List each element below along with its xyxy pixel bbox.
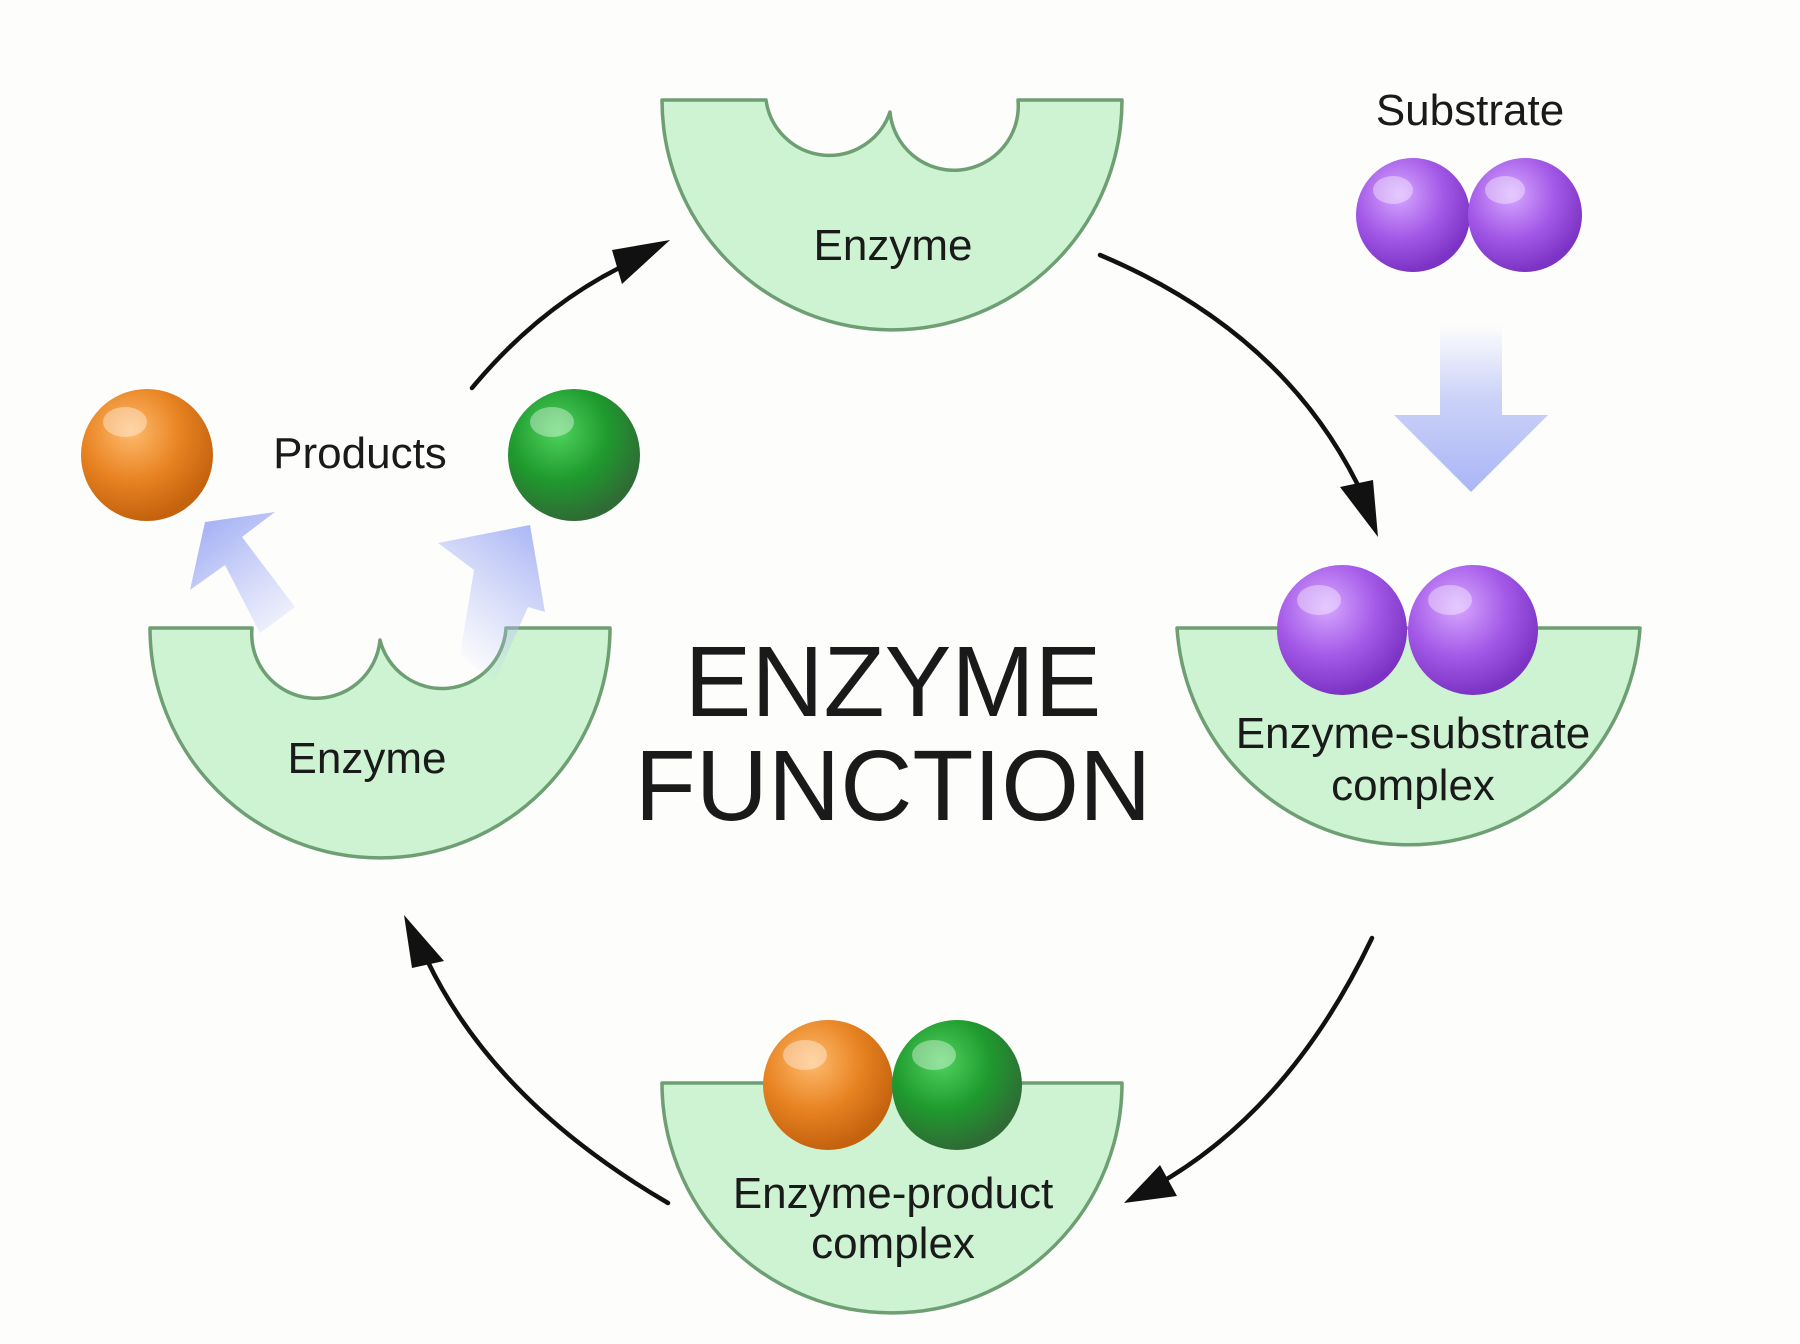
cycle-arrow-bottom-right <box>1124 935 1375 1203</box>
ep-complex-shape <box>660 1081 1124 1315</box>
products-group: Products <box>81 389 640 521</box>
ep-product-green-ball <box>892 1020 1022 1150</box>
substrate-ball-right <box>1468 158 1582 272</box>
enzyme-top-shape <box>660 98 1124 332</box>
arrow-head-icon <box>612 240 670 284</box>
substrate-ball-left <box>1356 158 1470 272</box>
enzyme-left: Enzyme <box>148 626 612 860</box>
ep-product-orange-ball <box>763 1020 893 1150</box>
arrow-head-icon <box>1124 1165 1177 1203</box>
arrow-head-icon <box>404 915 444 968</box>
product-orange-ball <box>81 389 213 521</box>
product-green-ball <box>508 389 640 521</box>
product-flow-arrow-left <box>190 512 295 633</box>
substrate-group: Substrate <box>1356 86 1582 272</box>
ep-complex-label-line2: complex <box>811 1219 975 1268</box>
title-line2: FUNCTION <box>635 730 1152 842</box>
substrate-label: Substrate <box>1376 86 1564 135</box>
es-substrate-ball-right <box>1408 565 1538 695</box>
es-complex-shape <box>1175 626 1642 847</box>
es-substrate-ball-left <box>1277 565 1407 695</box>
product-flow-arrow-right <box>438 525 545 683</box>
enzyme-substrate-complex: Enzyme-substrate complex <box>1175 565 1642 847</box>
diagram-title: ENZYME FUNCTION <box>635 626 1152 842</box>
es-complex-label-line1: Enzyme-substrate <box>1236 709 1591 758</box>
cycle-arrow-bottom-left <box>404 915 671 1206</box>
title-line1: ENZYME <box>685 626 1102 738</box>
enzyme-top: Enzyme <box>660 98 1124 332</box>
enzyme-left-label: Enzyme <box>288 734 447 783</box>
products-label: Products <box>273 429 447 478</box>
enzyme-product-complex: Enzyme-product complex <box>660 1020 1124 1315</box>
cycle-arrow-top-right <box>1097 252 1378 537</box>
es-complex-label-line2: complex <box>1331 761 1495 810</box>
cycle-arrow-top-left <box>469 240 670 391</box>
enzyme-top-label: Enzyme <box>814 221 973 270</box>
arrow-head-icon <box>1340 480 1378 537</box>
ep-complex-label-line1: Enzyme-product <box>733 1169 1053 1218</box>
substrate-flow-arrow <box>1394 325 1548 492</box>
